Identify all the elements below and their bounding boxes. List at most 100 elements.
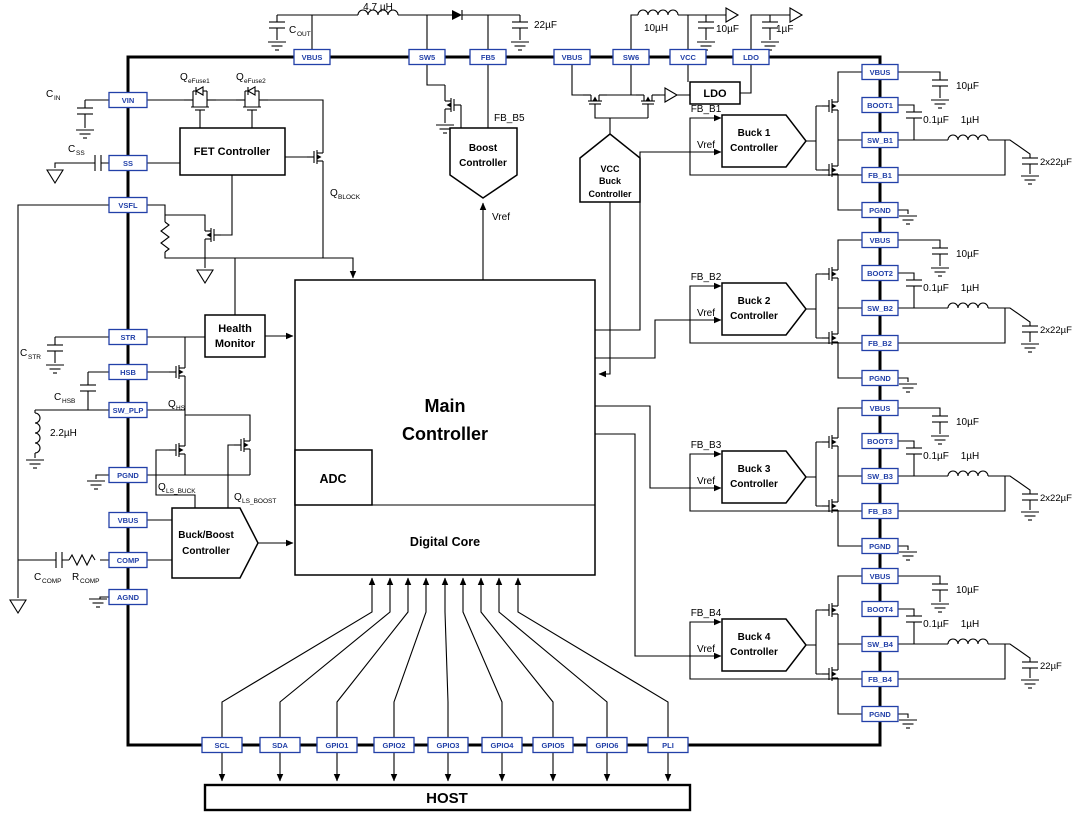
bus-line-gpio5 [477, 577, 554, 737]
pin-fb-b1: FB_B1 [861, 166, 899, 184]
host-block [203, 783, 692, 812]
bus-line-scl [221, 577, 376, 737]
mosfet-buck4-ls [821, 661, 839, 687]
svg-text:LDO: LDO [743, 53, 759, 62]
signal-arrows [164, 114, 862, 782]
mosfet-vcc-a [582, 94, 608, 112]
bus-line-gpio2 [393, 577, 430, 737]
mosfet-qlsbuck [168, 437, 186, 463]
signal-fb-b1: FB_B1 [691, 104, 722, 115]
value-buck3-cboot: 0.1µF [923, 451, 949, 462]
capacitor-buck1-boot [905, 111, 923, 119]
resistor-internal [160, 221, 170, 253]
svg-text:GPIO2: GPIO2 [383, 741, 406, 750]
fb-buck3-arrow [689, 450, 862, 512]
mosfet-qblock [306, 144, 324, 170]
ground-buck3-in [930, 435, 950, 445]
pin-sw-b4: SW_B4 [861, 635, 899, 653]
pin-vbus-b1: VBUS [861, 63, 899, 81]
mosfet-qlsboost [233, 432, 251, 458]
ground-buck2-in [930, 267, 950, 277]
bus-line-gpio3 [441, 577, 449, 737]
ground-buck1-in [930, 99, 950, 109]
vcc-buck-label-1: VCC [600, 164, 620, 174]
wire-to-main-top-arrow [164, 252, 357, 279]
fb-buck1-arrow [689, 114, 862, 176]
bus-line-sda [279, 577, 394, 737]
buffer-ldo-out-icon [789, 7, 804, 23]
value-boost-inductor: 4.7 µH [363, 2, 393, 13]
vref-buck4-arrow [595, 433, 722, 660]
adc-block [294, 449, 373, 506]
svg-text:C: C [34, 572, 41, 583]
pin-boot4: BOOT4 [861, 600, 899, 618]
buck-boost-controller-block [171, 507, 259, 579]
svg-text:BLOCK: BLOCK [338, 194, 361, 201]
mosfet-buck1-ls [821, 157, 839, 183]
pin-vbus-b2: VBUS [861, 231, 899, 249]
svg-text:SW_B1: SW_B1 [867, 136, 893, 145]
svg-text:VCC: VCC [680, 53, 696, 62]
capacitor-buck3-in [931, 415, 949, 423]
pin-pgnd-left: PGND [108, 466, 148, 484]
vcc-buck-controller-block [579, 133, 641, 203]
value-buck3-cout: 2x22µF [1040, 493, 1072, 504]
pin-vsfl: VSFL [108, 196, 148, 214]
pin-sw-b1: SW_B1 [861, 131, 899, 149]
capacitor-cstr [46, 344, 64, 352]
capacitor-boost-out [511, 21, 529, 29]
svg-text:SW6: SW6 [623, 53, 639, 62]
value-buck1-l: 1µH [961, 115, 980, 126]
value-buck1-cboot: 0.1µF [923, 115, 949, 126]
mosfet-buck1-hs [821, 93, 839, 119]
svg-text:R: R [72, 572, 79, 583]
svg-text:C: C [68, 144, 75, 155]
pin-ss: SS [108, 154, 148, 172]
value-buck1-cout: 2x22µF [1040, 157, 1072, 168]
value-vcc-inductor: 10µH [644, 23, 668, 34]
pin-sw-b3: SW_B3 [861, 467, 899, 485]
svg-text:HSB: HSB [120, 368, 136, 377]
capacitor-buck4-in [931, 583, 949, 591]
svg-text:Q: Q [330, 188, 338, 199]
svg-text:PGND: PGND [117, 471, 139, 480]
svg-text:HS: HS [176, 405, 186, 412]
health-monitor-label-1: Health [218, 323, 252, 335]
health-monitor-label-2: Monitor [215, 338, 256, 350]
svg-text:FB5: FB5 [481, 53, 495, 62]
svg-text:STR: STR [28, 354, 41, 361]
svg-text:SW_B4: SW_B4 [867, 640, 894, 649]
vref-buck3-arrow [595, 405, 722, 492]
svg-text:AGND: AGND [117, 593, 140, 602]
pin-pli: PLI [647, 736, 689, 754]
svg-text:Q: Q [158, 482, 166, 493]
svg-text:FB_B4: FB_B4 [868, 675, 893, 684]
svg-text:COMP: COMP [42, 578, 62, 585]
buffer-vcc-icon [664, 87, 679, 103]
ground-buck3-pgnd [898, 551, 918, 561]
svg-text:VBUS: VBUS [562, 53, 583, 62]
value-buck4-l: 1µH [961, 619, 980, 630]
digital-core-label: Digital Core [410, 535, 480, 549]
pin-gpio2: GPIO2 [373, 736, 415, 754]
pin-fb-b2: FB_B2 [861, 334, 899, 352]
pin-vcc: VCC [669, 48, 707, 66]
svg-text:PGND: PGND [869, 374, 891, 383]
pin-pgnd-b1: PGND [861, 201, 899, 219]
wires-boost-vcc [426, 64, 752, 134]
value-plp-inductor: 2.2µH [50, 428, 77, 439]
buck-boost-label-2: Controller [182, 546, 230, 557]
capacitor-buck3-boot [905, 447, 923, 455]
buck2-controller-block [721, 282, 807, 336]
pin-str: STR [108, 328, 148, 346]
mosfet-buck2-ls [821, 325, 839, 351]
svg-text:BOOT2: BOOT2 [867, 269, 893, 278]
ground-ldo-cap [760, 41, 780, 51]
buck4-label-1: Buck 4 [738, 632, 771, 643]
buck1-controller-block [721, 114, 807, 168]
svg-text:SS: SS [76, 150, 85, 157]
boost-controller-label-2: Controller [459, 158, 507, 169]
main-controller-block [294, 279, 596, 576]
